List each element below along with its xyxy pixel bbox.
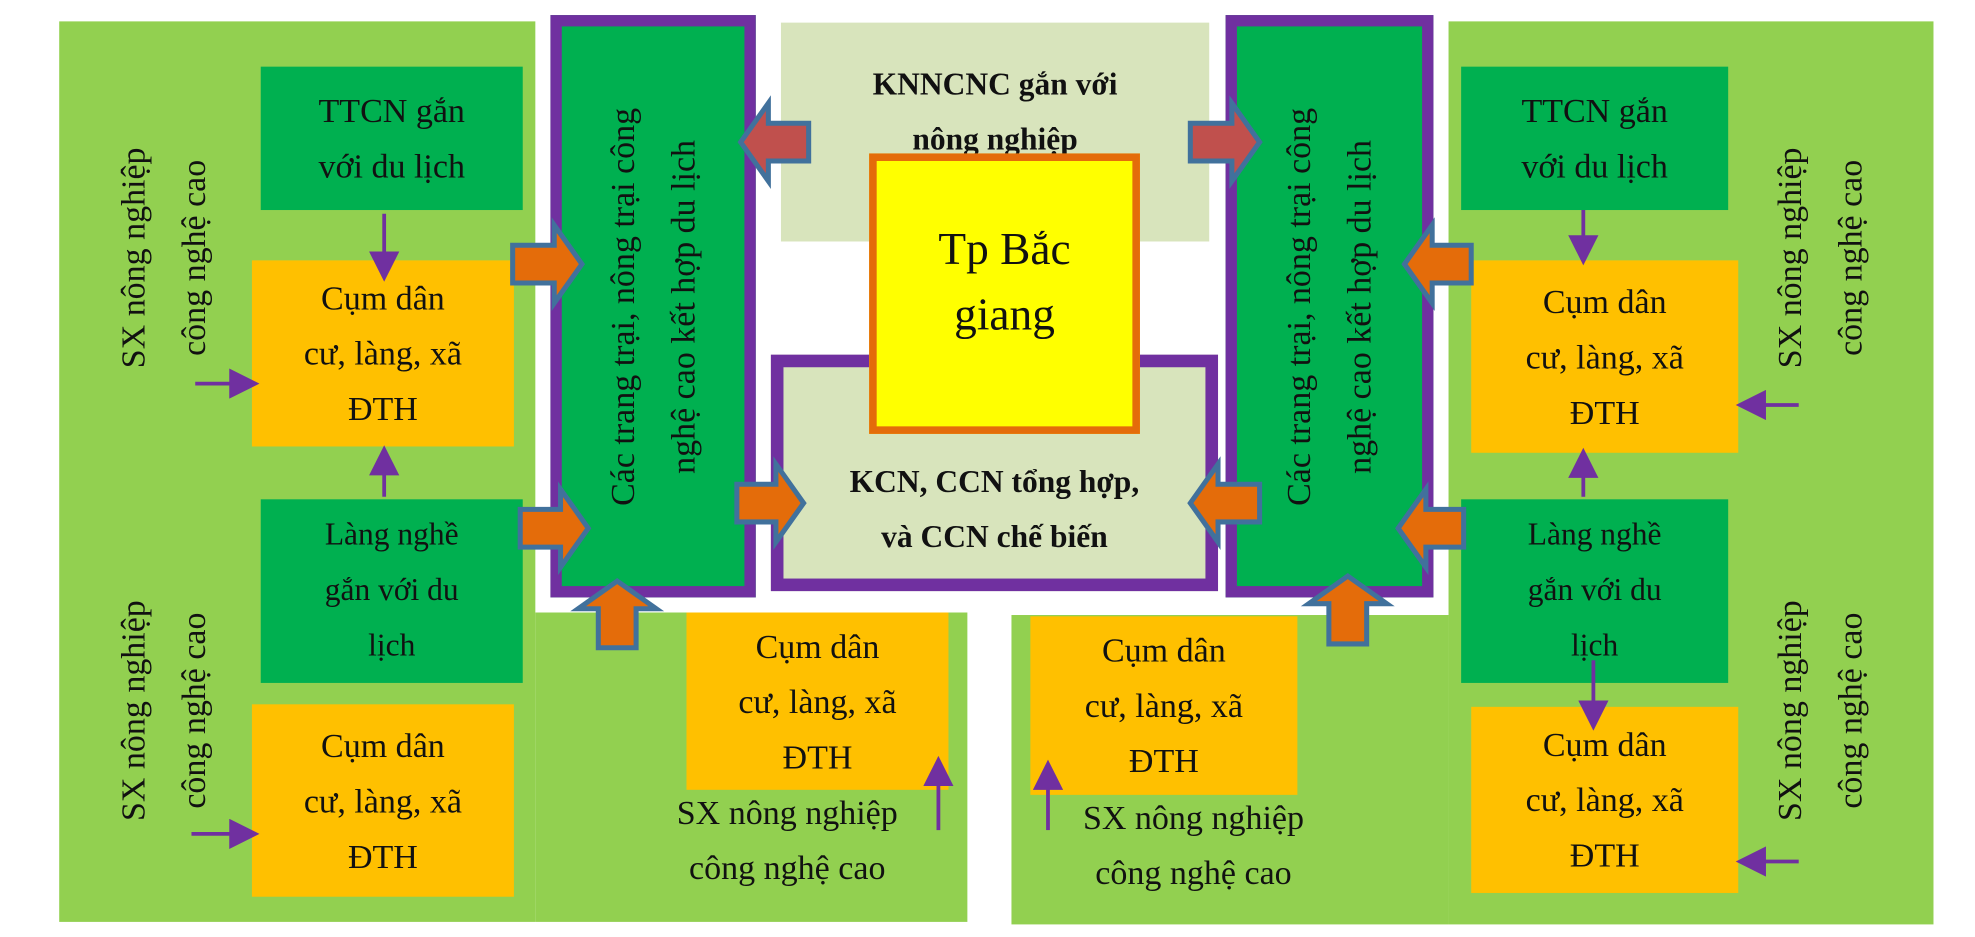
sx-line: SX nông nghiệp [676, 793, 898, 832]
lang-box-left: Làng nghề gắn với du lịch [260, 499, 523, 683]
lang-line: lịch [1571, 628, 1619, 663]
block-arrow-left-icon [1395, 481, 1467, 576]
block-arrow-right-icon [734, 456, 807, 550]
lang-line: Làng nghề [1527, 518, 1662, 553]
cum-line: ĐTH [347, 389, 418, 428]
lang-line: gắn với du [1527, 573, 1662, 608]
cum-line: Cụm dân [1101, 631, 1226, 670]
block-arrow-up-icon [1300, 572, 1395, 647]
city-line: Tp Bắc [938, 223, 1071, 274]
city-line: giang [954, 288, 1055, 339]
cum-line: cư, làng, xã [303, 781, 463, 820]
city-box: Tp Bắc giang [869, 153, 1140, 434]
sx-label-bottom-left: SX nông nghiệp công nghệ cao [630, 790, 945, 891]
cum-line: Cụm dân [755, 626, 880, 665]
ttcn-line: TTCN gắn [318, 91, 465, 130]
sx-line: công nghệ cao [689, 848, 886, 887]
block-arrow-right-icon [510, 217, 586, 311]
cum-box-right-2: Cụm dân cư, làng, xã ĐTH [1471, 706, 1739, 893]
block-arrow-right-icon [517, 481, 592, 576]
cum-line: ĐTH [1569, 393, 1640, 431]
lang-box-right: Làng nghề gắn với du lịch [1461, 499, 1729, 683]
block-arrow-up-icon [570, 577, 665, 651]
cum-line: Cụm dân [1542, 725, 1667, 764]
red-arrow-right-icon [1187, 95, 1263, 189]
cum-line: ĐTH [347, 836, 418, 875]
cum-line: Cụm dân [321, 279, 445, 317]
knncnc-line: KNNCNC gắn với [872, 67, 1118, 102]
cum-box-left-1: Cụm dân cư, làng, xã ĐTH [251, 260, 514, 447]
sx-line: công nghệ cao [1095, 853, 1292, 892]
block-arrow-left-icon [1401, 217, 1474, 311]
ttcn-line: TTCN gắn [1521, 91, 1668, 130]
cum-line: Cụm dân [321, 726, 445, 765]
sx-line: SX nông nghiệp [1082, 798, 1305, 837]
cum-line: cư, làng, xã [303, 334, 463, 373]
lang-line: Làng nghề [324, 518, 459, 553]
cum-box-left-2: Cụm dân cư, làng, xã ĐTH [251, 704, 514, 897]
lang-line: gắn với du [324, 573, 459, 608]
cum-box-right-1: Cụm dân cư, làng, xã ĐTH [1471, 260, 1739, 453]
lang-line: lịch [368, 628, 416, 663]
ttcn-box-right: TTCN gắn với du lịch [1461, 66, 1729, 211]
cum-box-bottom-right: Cụm dân cư, làng, xã ĐTH [1030, 616, 1298, 795]
ttcn-line: với du lịch [1521, 147, 1668, 185]
cum-line: cư, làng, xã [738, 682, 897, 721]
cum-box-bottom-left: Cụm dân cư, làng, xã ĐTH [686, 612, 949, 790]
cum-line: cư, làng, xã [1525, 781, 1684, 819]
red-arrow-left-icon [737, 95, 812, 189]
ttcn-line: với du lịch [318, 147, 465, 185]
kcn-line: và CCN chế biến [881, 520, 1108, 555]
cum-line: cư, làng, xã [1525, 337, 1684, 376]
kcn-line: KCN, CCN tổng hợp, [849, 465, 1140, 500]
cum-line: ĐTH [1569, 836, 1640, 875]
knncnc-line: nông nghiệp [912, 123, 1078, 158]
cum-line: Cụm dân [1542, 282, 1667, 321]
cum-line: ĐTH [1128, 742, 1199, 780]
cum-line: ĐTH [782, 737, 853, 776]
block-arrow-left-icon [1187, 456, 1263, 550]
sx-label-bottom-right: SX nông nghiệp công nghệ cao [1045, 795, 1341, 896]
ttcn-box-left: TTCN gắn với du lịch [260, 66, 523, 211]
cum-line: cư, làng, xã [1084, 686, 1243, 725]
